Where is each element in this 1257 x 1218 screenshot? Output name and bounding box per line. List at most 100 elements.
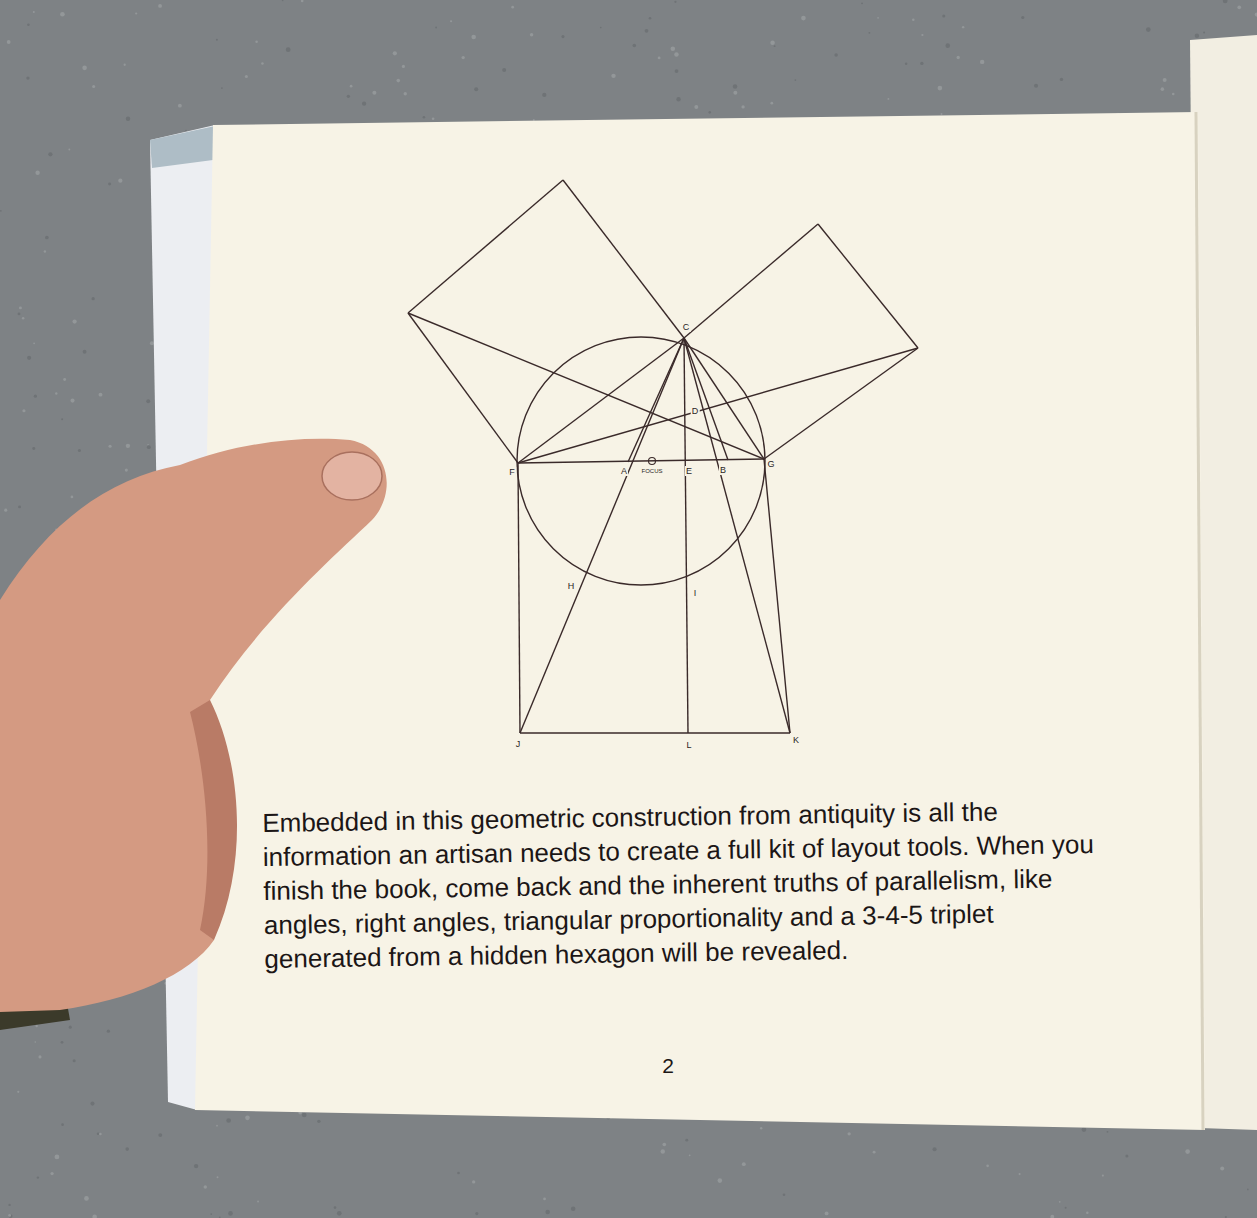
focus-point (649, 458, 656, 465)
carpet-speck (126, 116, 130, 120)
carpet-speck (834, 53, 838, 57)
carpet-speck (17, 1091, 19, 1093)
carpet-speck (99, 1133, 102, 1136)
carpet-speck (662, 1143, 666, 1147)
carpet-speck (261, 62, 264, 65)
carpet-speck (48, 152, 52, 156)
construction-line (684, 338, 764, 459)
carpet-speck (649, 17, 652, 20)
carpet-speck (674, 1, 676, 3)
carpet-speck (44, 250, 46, 252)
carpet-speck (84, 1196, 89, 1201)
thumbnail (322, 452, 382, 500)
construction-line (684, 224, 818, 338)
construction-line (408, 180, 563, 313)
carpet-speck (125, 469, 128, 472)
carpet-speck (255, 40, 258, 43)
carpet-speck (245, 1116, 250, 1121)
carpet-speck (69, 1026, 72, 1029)
carpet-speck (1146, 27, 1151, 32)
carpet-speck (1125, 1155, 1128, 1158)
carpet-speck (1107, 1131, 1109, 1133)
point-label: F (508, 467, 516, 477)
carpet-speck (70, 399, 74, 403)
carpet-speck (38, 1055, 41, 1058)
carpet-speck (1161, 87, 1165, 91)
carpet-speck (957, 56, 960, 59)
carpet-speck (877, 17, 879, 19)
carpet-speck (685, 1139, 688, 1142)
carpet-speck (905, 63, 907, 65)
carpet-speck (92, 85, 95, 88)
carpet-speck (432, 117, 435, 120)
construction-line (764, 348, 918, 459)
carpet-speck (645, 29, 649, 33)
carpet-speck (945, 43, 950, 48)
carpet-speck (868, 32, 870, 34)
carpet-speck (461, 56, 464, 59)
carpet-speck (226, 1118, 231, 1123)
carpet-speck (774, 45, 776, 47)
carpet-speck (337, 1211, 342, 1216)
page-number: 2 (662, 1054, 674, 1078)
carpet-speck (1195, 34, 1199, 38)
construction-line (818, 224, 918, 348)
carpet-speck (742, 1162, 746, 1166)
carpet-speck (675, 69, 679, 73)
carpet-speck (676, 97, 680, 101)
carpet-speck (4, 509, 7, 512)
carpet-speck (347, 95, 350, 98)
carpet-speck (73, 1059, 76, 1062)
carpet-speck (1102, 1175, 1104, 1177)
carpet-speck (474, 87, 478, 91)
carpet-speck (1185, 1149, 1190, 1154)
construction-line (520, 338, 684, 733)
carpet-speck (22, 409, 25, 412)
carpet-speck (887, 98, 889, 100)
carpet-speck (72, 319, 76, 323)
carpet-speck (108, 183, 111, 186)
carpet-speck (55, 392, 57, 394)
carpet-speck (35, 171, 39, 175)
carpet-speck (99, 393, 103, 397)
carpet-speck (334, 1206, 337, 1209)
carpet-speck (511, 6, 514, 9)
carpet-speck (658, 57, 661, 60)
carpet-speck (450, 20, 452, 22)
construction-line (764, 459, 790, 733)
carpet-speck (760, 1127, 762, 1129)
carpet-speck (962, 26, 964, 28)
carpet-speck (22, 317, 25, 320)
carpet-speck (404, 92, 407, 95)
carpet-speck (741, 105, 744, 108)
carpet-speck (150, 341, 154, 345)
carpet-speck (135, 12, 137, 14)
point-label: H (567, 581, 576, 591)
carpet-speck (78, 449, 81, 452)
carpet-speck (8, 1214, 11, 1217)
carpet-speck (61, 418, 63, 420)
carpet-speck (986, 1165, 989, 1168)
carpet-speck (1223, 0, 1228, 3)
construction-line (518, 348, 918, 463)
carpet-speck (801, 16, 806, 21)
carpet-speck (27, 356, 31, 360)
carpet-speck (912, 19, 915, 22)
carpet-speck (219, 1216, 221, 1218)
carpet-speck (1220, 1167, 1224, 1171)
carpet-speck (245, 75, 248, 78)
carpet-speck (1060, 78, 1063, 81)
carpet-speck (210, 1213, 212, 1215)
point-label: I (693, 588, 698, 598)
carpet-speck (372, 91, 376, 95)
carpet-speck (178, 104, 182, 108)
carpet-speck (633, 44, 637, 48)
carpet-speck (82, 66, 87, 71)
carpet-speck (286, 47, 291, 52)
carpet-speck (158, 1133, 162, 1137)
carpet-speck (542, 93, 546, 97)
carpet-speck (921, 34, 923, 36)
carpet-speck (1237, 5, 1241, 9)
carpet-speck (27, 23, 30, 26)
